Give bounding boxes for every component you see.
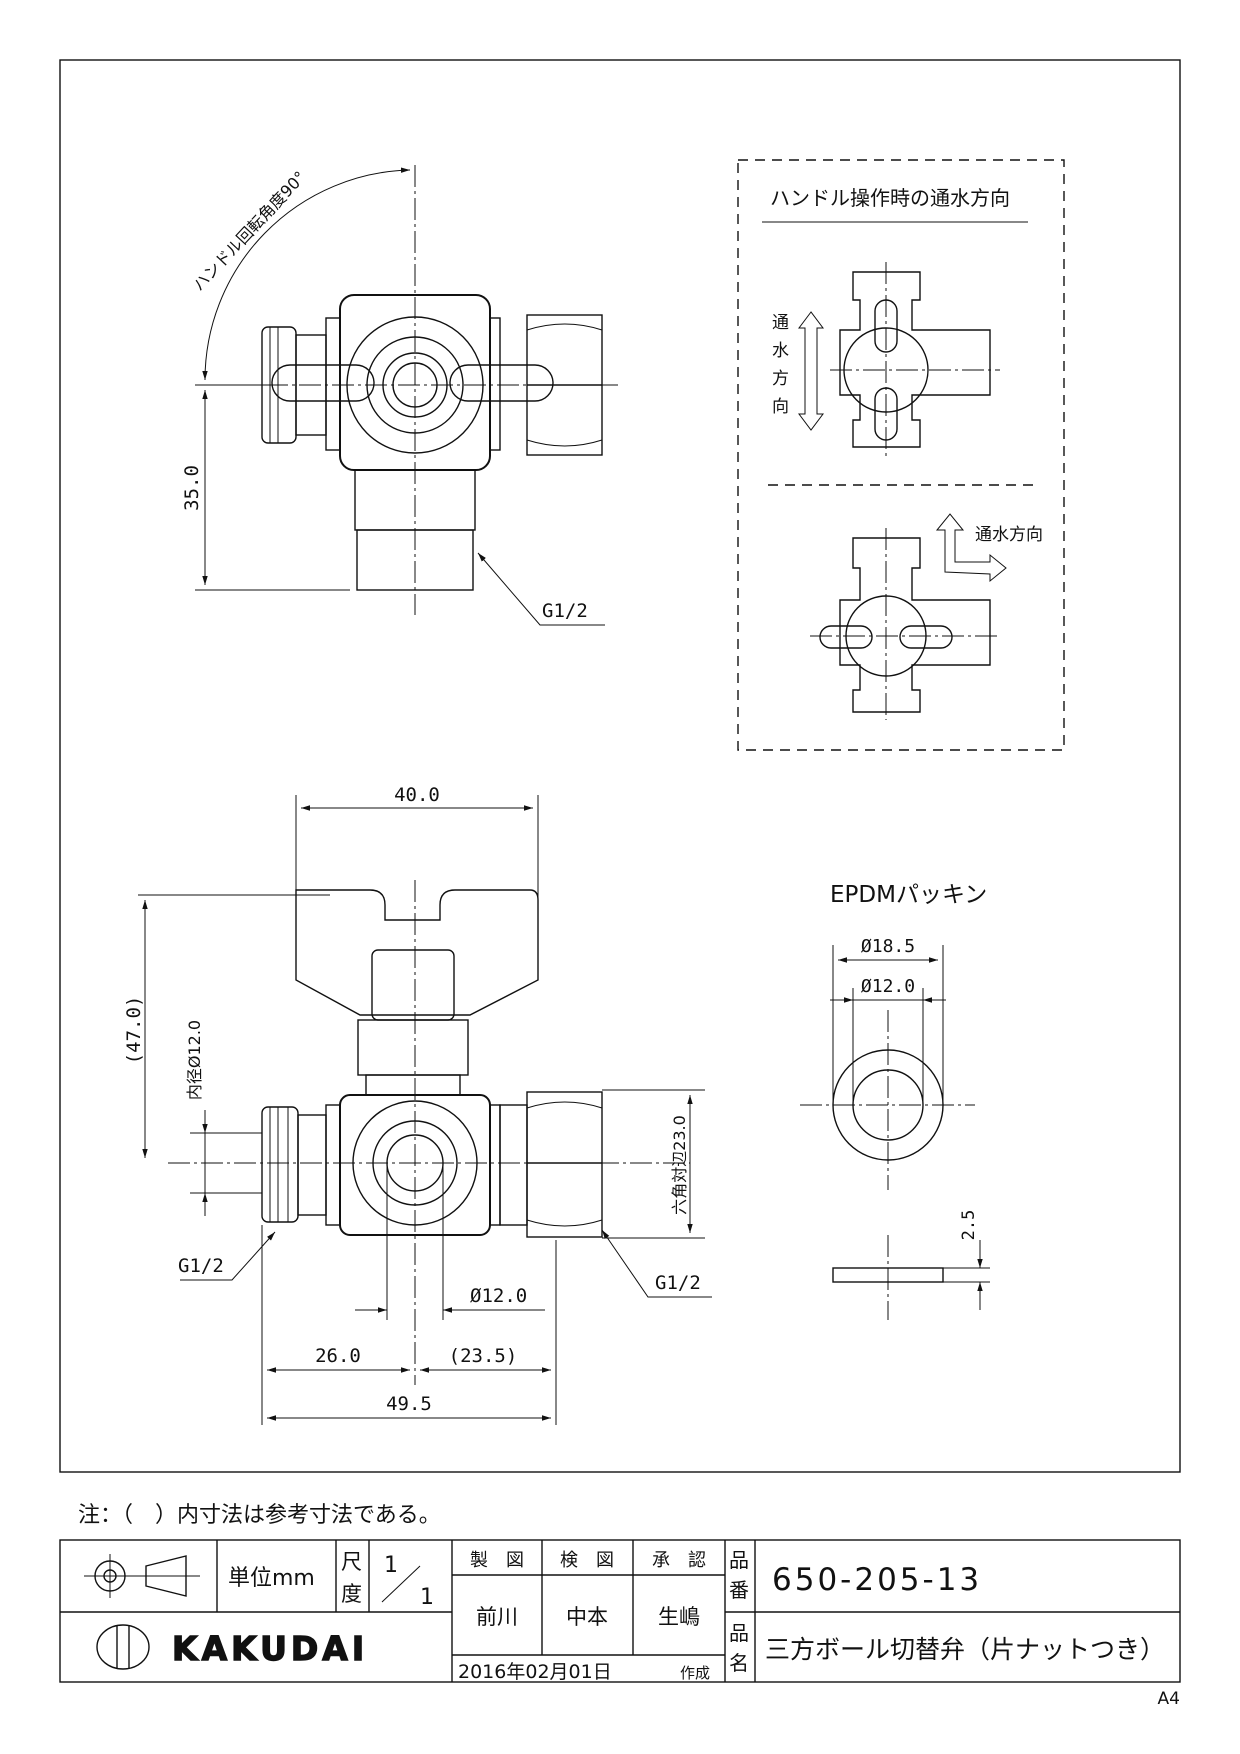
packing-outer-dia: Ø18.5 [861, 936, 915, 957]
inner-dia-label: 内径Ø12.0 [185, 1020, 204, 1100]
flow-vertical-label: 通 水 方 向 [772, 313, 789, 417]
svg-text:水: 水 [772, 341, 789, 361]
flow-direction-panel: ハンドル操作時の通水方向 通 水 方 向 通水方向 [737, 159, 1065, 751]
third-angle-projection-icon [84, 1554, 200, 1598]
approved-label: 承 認 [652, 1550, 706, 1571]
checked-label: 検 図 [560, 1550, 614, 1571]
front-view: 40.0 (47.0) 内径Ø12.0 六角対辺23.0 G1/2 G1/2 Ø… [123, 784, 712, 1425]
svg-text:向: 向 [772, 397, 789, 417]
flow-direction-label: 通水方向 [975, 525, 1043, 545]
left-offset-dim: 26.0 [315, 1345, 361, 1367]
part-name: 三方ボール切替弁（片ナットつき） [765, 1635, 1165, 1664]
svg-text:番: 番 [729, 1578, 749, 1602]
sheet-size: A4 [1158, 1689, 1180, 1709]
top-thread-label: G1/2 [542, 600, 588, 622]
unit-label: 単位mm [228, 1566, 315, 1591]
front-width-dim: 40.0 [394, 784, 440, 806]
front-left-thread: G1/2 [178, 1255, 224, 1277]
front-height-dim: (47.0) [123, 996, 145, 1065]
kakudai-logo: KAKUDAI [96, 1624, 368, 1670]
front-right-thread: G1/2 [655, 1272, 701, 1294]
scale-value: 1 1 [381, 1553, 434, 1610]
brand-wordmark: KAKUDAI [172, 1629, 368, 1668]
checked-by: 中本 [566, 1605, 608, 1629]
top-height-dim: 35.0 [181, 465, 203, 511]
epdm-packing: EPDMパッキン Ø18.5 Ø12.0 2.5 [800, 882, 990, 1320]
reference-note: 注：（ ）内寸法は参考寸法である。 [78, 1503, 441, 1528]
packing-thickness: 2.5 [959, 1210, 979, 1241]
drawing-date: 2016年02月01日 [458, 1661, 612, 1683]
hex-label: 六角対辺23.0 [670, 1115, 689, 1215]
right-offset-dim: (23.5) [449, 1345, 518, 1367]
approved-by: 生嶋 [658, 1605, 700, 1629]
drawn-label: 製 図 [470, 1550, 524, 1571]
svg-text:名: 名 [729, 1651, 749, 1675]
bore-dia-dim: Ø12.0 [470, 1285, 527, 1307]
svg-text:通: 通 [772, 313, 789, 333]
svg-text:品: 品 [729, 1621, 749, 1645]
total-length-dim: 49.5 [386, 1393, 432, 1415]
drawn-by: 前川 [476, 1605, 518, 1629]
packing-inner-dia: Ø12.0 [861, 976, 915, 997]
title-block: 単位mm 尺 度 1 1 製 図 検 図 承 認 前川 中本 生嶋 品 番 65… [59, 1539, 1181, 1683]
svg-text:1: 1 [420, 1585, 434, 1610]
packing-title: EPDMパッキン [830, 882, 987, 908]
svg-text:品: 品 [729, 1548, 749, 1572]
top-view: 35.0 ハンドル回転角度90° G1/2 [181, 165, 620, 626]
created-label: 作成 [680, 1664, 710, 1682]
sheet-border [59, 59, 1181, 1473]
svg-text:1: 1 [384, 1553, 398, 1578]
svg-text:尺: 尺 [341, 1550, 362, 1574]
svg-text:方: 方 [772, 369, 789, 389]
flow-panel-title: ハンドル操作時の通水方向 [770, 186, 1010, 210]
part-number: 650-205-13 [772, 1562, 982, 1598]
rotation-label: ハンドル回転角度90° [189, 167, 310, 294]
svg-text:度: 度 [341, 1582, 362, 1606]
